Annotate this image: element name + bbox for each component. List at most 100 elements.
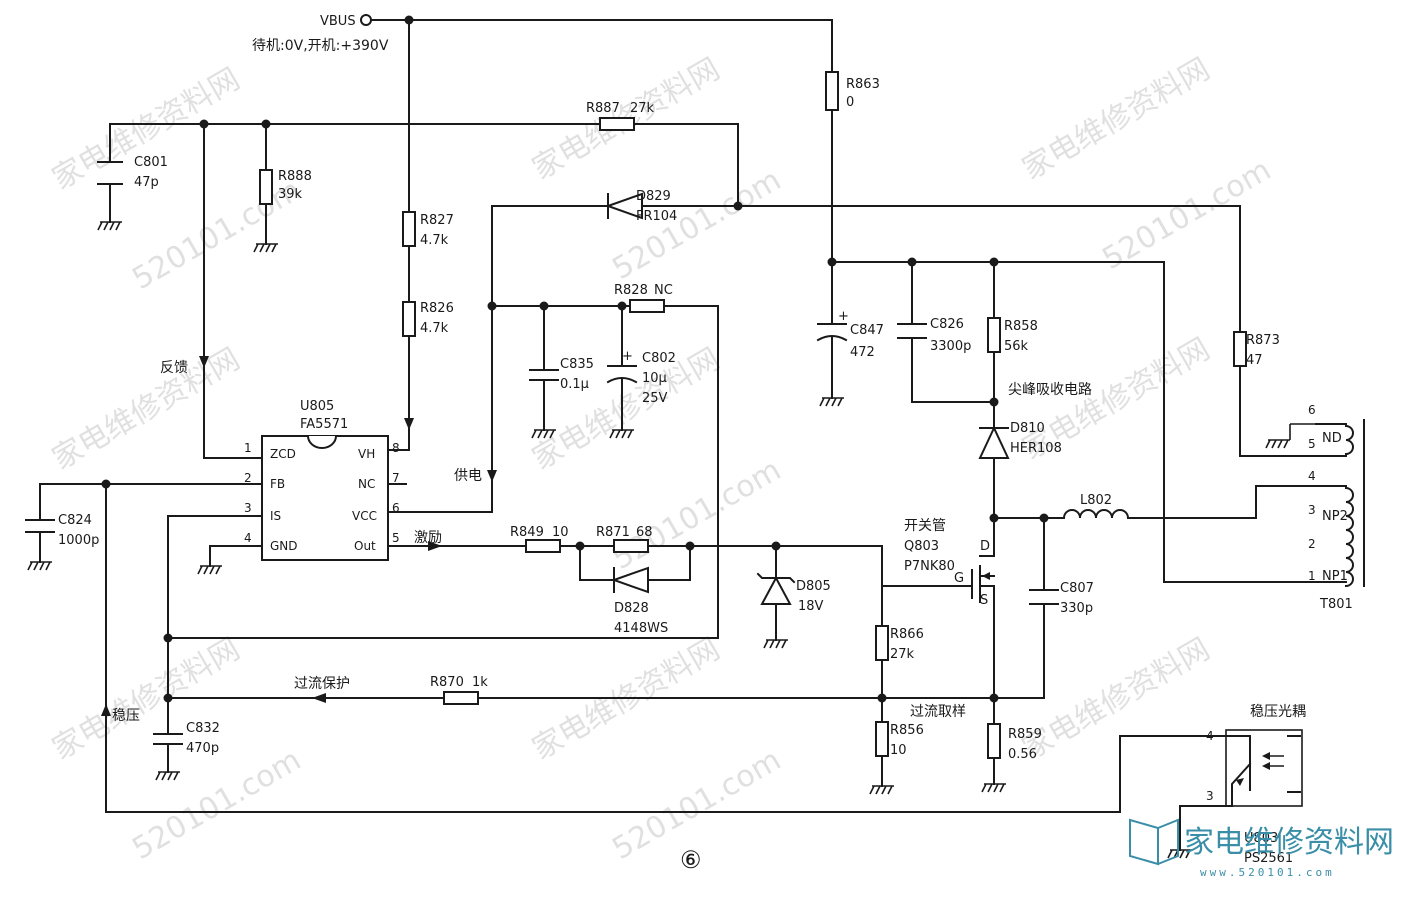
t801-pin: 3 — [1308, 503, 1316, 517]
ground-icon — [981, 783, 1006, 793]
ic-pin-num: 6 — [392, 501, 400, 515]
t801-pin: 5 — [1308, 437, 1316, 451]
r887-value: 27k — [630, 101, 655, 116]
q803-pin-d: D — [980, 539, 990, 554]
r856-ref: R856 — [890, 723, 924, 738]
c826-ref: C826 — [930, 317, 964, 332]
feedback-arrow-icon — [199, 356, 209, 368]
excitation-label: 激励 — [414, 529, 442, 546]
r888-value: 39k — [278, 187, 303, 202]
regulation-arrow-icon — [101, 704, 111, 716]
c807-ref: C807 — [1060, 581, 1094, 596]
r828-value: NC — [654, 283, 673, 298]
brand-name: 家电维修资料网 — [1184, 825, 1394, 860]
t801-pin: 2 — [1308, 537, 1316, 551]
capacitor-c835 — [529, 369, 559, 381]
ic-pin-num: 1 — [244, 441, 252, 455]
c807-value: 330p — [1060, 601, 1093, 616]
ground-icon — [763, 639, 788, 649]
watermark-url: 520101.com — [607, 453, 787, 577]
resistor-r871 — [613, 539, 649, 553]
ic-pin-num: 7 — [392, 471, 400, 485]
c802-ref: C802 — [642, 351, 676, 366]
t801-ref: T801 — [1319, 597, 1353, 612]
diode-d810 — [978, 425, 1010, 459]
capacitor-c801 — [97, 161, 123, 185]
ground-icon — [819, 397, 844, 407]
spike-absorb-label: 尖峰吸收电路 — [1008, 382, 1092, 398]
r887-ref: R887 — [586, 101, 620, 116]
resistor-r856 — [875, 721, 889, 757]
vh-arrow-icon — [404, 418, 414, 430]
u803-value: PS2561 — [1244, 851, 1293, 866]
t801-pin: 6 — [1308, 403, 1316, 417]
ground-icon — [1167, 849, 1192, 859]
c802-plus: + — [622, 349, 633, 364]
capacitor-c832 — [153, 733, 183, 745]
resistor-r863 — [825, 71, 839, 111]
c835-value: 0.1μ — [560, 377, 589, 392]
d829-value: FR104 — [636, 209, 677, 224]
resistors: R863 0 R887 27k R888 39k R827 4.7k R826 … — [259, 71, 1280, 762]
r870-value: 1k — [472, 675, 488, 690]
c826-value: 3300p — [930, 339, 971, 354]
u803-pin: 3 — [1206, 789, 1214, 803]
r826-ref: R826 — [420, 301, 454, 316]
resistor-r873 — [1233, 331, 1247, 367]
ground-symbols — [27, 221, 1316, 859]
diodes: D829 FR104 D810 HER108 D828 4148WS D805 … — [604, 189, 1062, 636]
r858-value: 56k — [1004, 339, 1029, 354]
ic-pin-name: Out — [354, 539, 376, 553]
r863-value: 0 — [846, 95, 854, 110]
c832-ref: C832 — [186, 721, 220, 736]
ic-pin-name: VH — [358, 447, 375, 461]
ground-icon — [1265, 439, 1290, 449]
annotation-labels: 反馈 供电 激励 尖峰吸收电路 过流保护 过流取样 稳压 — [112, 360, 1092, 724]
resistor-r827 — [402, 211, 416, 247]
t801-winding-nd: ND — [1322, 431, 1342, 446]
d828-value: 4148WS — [614, 621, 668, 636]
resistor-r859 — [987, 723, 1001, 759]
watermark-text: 家电维修资料网 — [1017, 632, 1216, 767]
power-supply-label: 供电 — [454, 468, 482, 484]
r827-ref: R827 — [420, 213, 454, 228]
switch-tube-label: 开关管 — [904, 518, 946, 534]
overcurrent-protect-label: 过流保护 — [294, 676, 350, 692]
resistor-r826 — [402, 301, 416, 337]
diode-d805 — [760, 575, 792, 605]
diode-d829 — [604, 192, 643, 220]
r827-value: 4.7k — [420, 233, 449, 248]
d810-ref: D810 — [1010, 421, 1045, 436]
r849-ref: R849 — [510, 525, 544, 540]
ic-pin-num: 3 — [244, 501, 252, 515]
overcurrent-sample-label: 过流取样 — [910, 704, 966, 720]
r870-ref: R870 — [430, 675, 464, 690]
ground-icon — [609, 429, 634, 439]
ground-icon — [27, 561, 52, 571]
ic-u805: U805 FA5571 ZCD FB IS GND VH NC VCC Out … — [244, 399, 407, 561]
t801-pin: 4 — [1308, 469, 1316, 483]
r873-value: 47 — [1246, 353, 1263, 368]
r866-value: 27k — [890, 647, 915, 662]
q803-ref: Q803 — [904, 539, 939, 554]
r871-value: 68 — [636, 525, 653, 540]
c802-value: 10μ — [642, 371, 667, 386]
r828-ref: R828 — [614, 283, 648, 298]
c847-ref: C847 — [850, 323, 884, 338]
watermark-text: 家电维修资料网 — [47, 342, 246, 477]
figure-number: ⑥ — [680, 846, 702, 874]
t801-pin: 1 — [1308, 569, 1316, 583]
feedback-label: 反馈 — [160, 360, 188, 376]
r873-ref: R873 — [1246, 333, 1280, 348]
r856-value: 10 — [890, 743, 907, 758]
capacitors: C801 47p C835 0.1μ + C802 10μ 25V + C847… — [25, 155, 1094, 756]
protect-arrow-icon — [312, 693, 326, 703]
vbus-terminal: VBUS 待机:0V,开机:+390V — [252, 14, 389, 54]
r849-value: 10 — [552, 525, 569, 540]
r859-value: 0.56 — [1008, 747, 1037, 762]
resistor-r866 — [875, 625, 889, 661]
q803-pin-s: S — [980, 593, 988, 608]
c835-ref: C835 — [560, 357, 594, 372]
ground-icon — [253, 243, 278, 253]
ground-icon — [869, 785, 894, 795]
